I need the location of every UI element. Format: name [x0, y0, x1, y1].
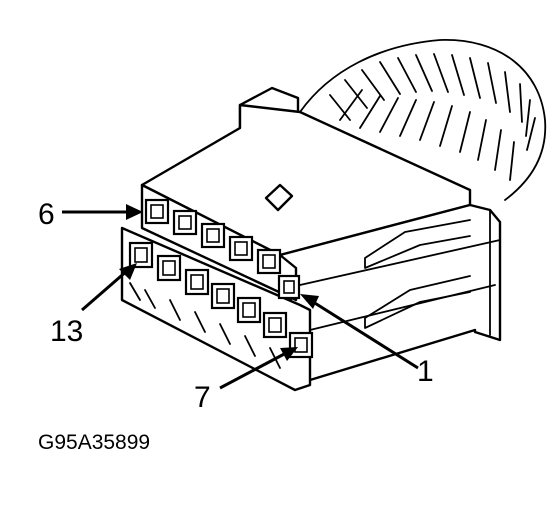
figure-code: G95A35899 — [38, 431, 150, 454]
wire-bundle — [299, 39, 547, 201]
pin-label-7: 7 — [194, 381, 211, 414]
pin-label-6: 6 — [38, 198, 55, 231]
lower-cavity-row — [128, 241, 314, 359]
pin-label-13: 13 — [50, 315, 83, 348]
pin-label-1: 1 — [417, 355, 434, 388]
upper-cavity-row — [144, 198, 301, 300]
leader-arrows — [62, 204, 419, 390]
